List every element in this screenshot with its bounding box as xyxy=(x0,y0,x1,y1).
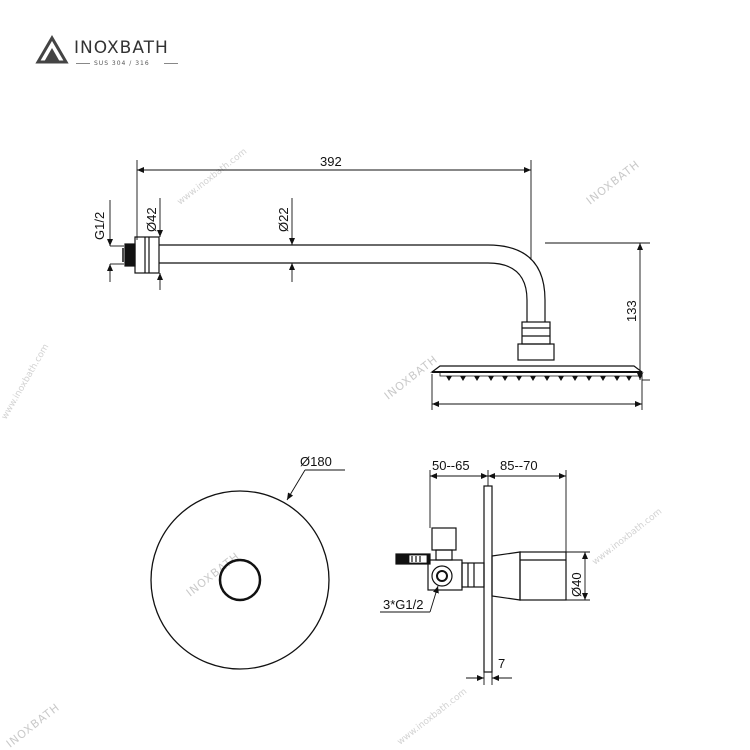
watermark-4: INOXBATH xyxy=(4,701,63,750)
dim-wall-depth: 50--65 xyxy=(432,458,470,473)
plate-outline xyxy=(150,490,330,670)
shower-head-nozzles xyxy=(439,371,641,381)
dim-drop-height: 133 xyxy=(624,300,639,322)
brand-logo: INOXBATH SUS 304 / 316 xyxy=(34,34,204,74)
logo-divider-left xyxy=(76,63,90,64)
dim-arm-length: 392 xyxy=(320,154,342,169)
plate-knob xyxy=(218,558,262,602)
watermark-url-2: www.inoxbath.com xyxy=(591,507,664,567)
cover-plate-drawing xyxy=(150,469,345,670)
top-dimension-lines xyxy=(107,160,650,410)
dim-inlet-threads: 3*G1/2 xyxy=(383,597,423,612)
shower-arm-drawing xyxy=(122,236,644,373)
brand-name: INOXBATH xyxy=(74,38,169,58)
valve-dimension-lines xyxy=(380,470,590,685)
dim-body-diameter: Ø40 xyxy=(569,572,584,597)
flange xyxy=(134,236,160,274)
dim-head-diameter: Ø180 xyxy=(300,454,332,469)
brand-tagline: SUS 304 / 316 xyxy=(94,60,150,67)
watermark-url-4: www.inoxbath.com xyxy=(0,343,51,422)
dim-thread-inlet: G1/2 xyxy=(92,212,107,240)
logo-divider-right xyxy=(164,63,178,64)
dim-flange-diameter: Ø42 xyxy=(144,207,159,232)
dim-arm-diameter: Ø22 xyxy=(276,207,291,232)
watermark-url-3: www.inoxbath.com xyxy=(396,687,469,747)
dim-plate-thickness: 7 xyxy=(498,656,505,671)
watermark-url-1: www.inoxbath.com xyxy=(176,147,249,207)
watermark-1: INOXBATH xyxy=(584,158,643,208)
dim-projection: 85--70 xyxy=(500,458,538,473)
wall-plate xyxy=(483,485,493,673)
valve-side-drawing xyxy=(395,485,567,673)
thread-connector xyxy=(124,243,136,267)
logo-mark-icon xyxy=(35,35,69,64)
watermark-3: INOXBATH xyxy=(184,550,243,600)
